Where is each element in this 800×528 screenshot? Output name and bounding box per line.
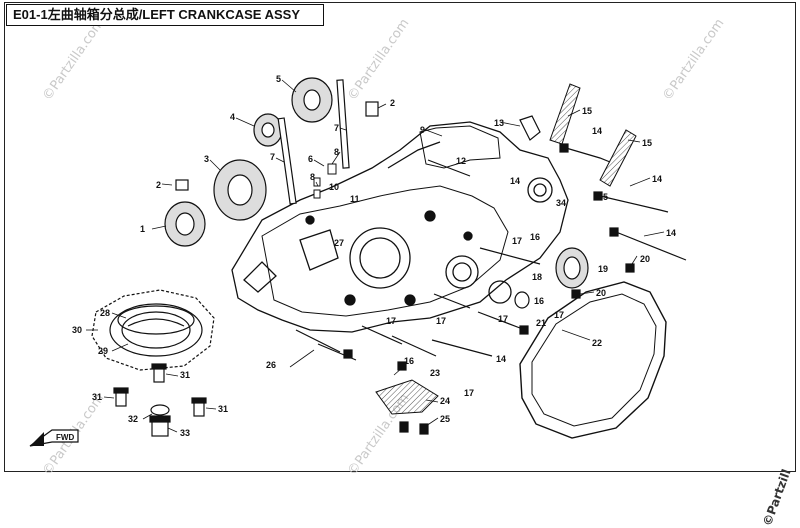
callout-22: 22 [592,338,602,348]
callout-14: 14 [592,126,602,136]
callout-35: 35 [598,192,608,202]
callout-8: 8 [334,147,339,157]
exploded-parts-diagram: FWD 1 2 2 3 4 5 6 7 7 8 8 9 10 11 12 13 … [29,74,687,447]
callout-17: 17 [498,314,508,324]
callout-5: 5 [276,74,281,84]
callout-20: 20 [596,288,606,298]
callout-14: 14 [666,228,676,238]
callout-29: 29 [98,346,108,356]
callout-11: 11 [350,194,360,204]
short-bolts [295,263,635,435]
callout-27: 27 [334,238,344,248]
callout-31: 31 [218,404,228,414]
forward-arrow-icon: FWD [29,429,79,447]
callout-13: 13 [494,118,504,128]
callout-19: 19 [598,264,608,274]
callout-18: 18 [532,272,542,282]
callout-17: 17 [512,236,522,246]
callout-24: 24 [440,396,450,406]
callout-10: 10 [329,182,339,192]
bearing-set [164,77,589,309]
callout-7: 7 [334,123,339,133]
dowel-pins [277,79,350,205]
leader-lines [86,79,665,433]
crankcase-body [231,121,569,333]
diagram-title: E01-1左曲轴箱分总成/LEFT CRANKCASE ASSY [6,4,324,26]
diagram-frame [4,2,796,472]
callout-8: 8 [310,172,315,182]
callout-14: 14 [510,176,520,186]
long-bolts [427,143,687,357]
callout-2: 2 [156,180,161,190]
callout-25: 25 [440,414,450,424]
callout-16: 16 [404,356,414,366]
callout-15: 15 [582,106,592,116]
small-fittings [313,163,337,199]
hatched-plates [375,83,637,415]
callout-16: 16 [530,232,540,242]
callout-2: 2 [390,98,395,108]
forward-label: FWD [56,433,74,442]
callout-15: 15 [642,138,652,148]
callout-3: 3 [204,154,209,164]
callout-1: 1 [140,224,145,234]
callout-17: 17 [436,316,446,326]
callout-17: 17 [554,310,564,320]
callout-30: 30 [72,325,82,335]
crankcase-gasket [519,281,667,439]
corner-brand: ©Partzill [760,467,794,528]
callout-31: 31 [180,370,190,380]
callout-34: 34 [556,198,566,208]
callout-26: 26 [266,360,276,370]
callout-16: 16 [534,296,544,306]
callout-9: 9 [420,125,425,135]
callout-20: 20 [640,254,650,264]
callout-14: 14 [496,354,506,364]
drain-plug-assembly [113,363,207,437]
callout-6: 6 [308,154,313,164]
callout-14: 14 [652,174,662,184]
callout-17: 17 [386,316,396,326]
callout-21: 21 [536,318,546,328]
callout-33: 33 [180,428,190,438]
callout-12: 12 [456,156,466,166]
callout-31: 31 [92,392,102,402]
callout-4: 4 [230,112,235,122]
callout-23: 23 [430,368,440,378]
callout-17: 17 [464,388,474,398]
strainer-cover-assembly [91,289,215,371]
callout-32: 32 [128,414,138,424]
callout-7: 7 [270,152,275,162]
callout-28: 28 [100,308,110,318]
callout-labels: 1 2 2 3 4 5 6 7 7 8 8 9 10 11 12 13 14 1… [72,74,676,438]
